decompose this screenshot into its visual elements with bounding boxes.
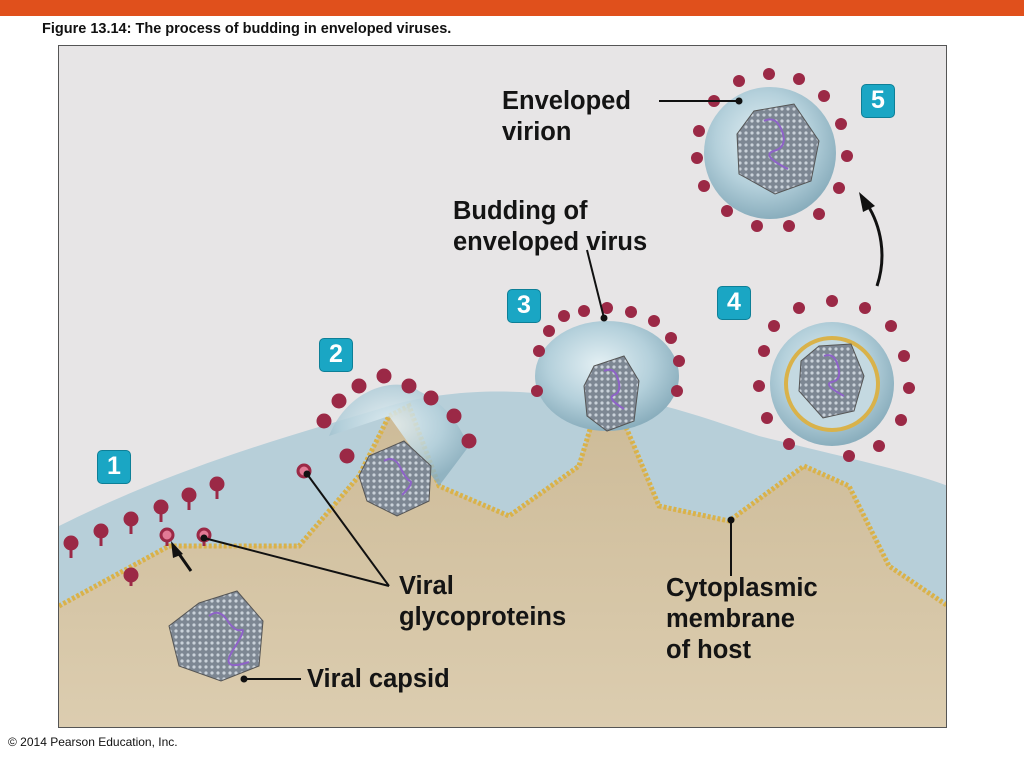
label-capsid-text: Viral capsid [307,665,450,693]
step-badge-3: 3 [507,289,541,323]
leader-dot-virion [735,97,743,105]
step-badge-5: 5 [861,84,895,118]
step-badge-2: 2 [319,338,353,372]
host-membrane [59,402,946,609]
genome-virion-4 [823,354,845,397]
label-glyco-line-1: Viral [399,572,454,600]
genome-free [208,611,250,666]
capsid-bud-3 [583,355,640,432]
label-viral-capsid: Viral capsid [307,664,450,695]
leader-dot-glyco-1 [303,470,311,478]
label-enveloped-virion: Enveloped virion [502,86,631,148]
label-viral-glycoproteins: Viral glycoproteins [399,571,566,633]
arrow-capsid-head [171,541,183,558]
host-cytoplasm [59,406,946,727]
label-cyto-line-3: of host [666,636,751,664]
top-accent-bar [0,0,1024,16]
figure-title: Figure 13.14: The process of budding in … [42,21,452,37]
label-enveloped-virion-line-1: Enveloped [502,87,631,115]
label-budding: Budding of enveloped virus [453,196,647,258]
capsid-bud-2 [358,440,432,517]
leader-dot-cyto [727,516,735,524]
leader-glyco-1 [306,473,390,587]
leader-glyco-2 [203,537,390,587]
arrow-release [865,203,884,287]
genome-bud-2 [383,458,412,496]
label-budding-line-1: Budding of [453,197,588,225]
leader-budding [586,249,605,319]
glycoproteins-virion-4 [753,295,915,462]
label-enveloped-virion-line-2: virion [502,118,572,146]
budding-illustration [59,68,946,727]
glycoproteins-virion-5 [691,68,853,232]
label-cytoplasmic-membrane: Cytoplasmic membrane of host [666,573,818,666]
diagram-panel: 1 2 3 4 5 Enveloped virion Budding of en… [58,45,947,728]
capsid-virion-4 [798,343,865,419]
genome-bud-3 [603,368,625,410]
label-budding-line-2: enveloped virus [453,228,648,256]
capsid-free [168,590,264,682]
bud-2-envelope [329,384,469,486]
genome-virion-5 [763,118,789,170]
step-badge-4: 4 [717,286,751,320]
arrow-release-head [859,192,875,212]
step-badge-1: 1 [97,450,131,484]
leader-dot-capsid [240,675,248,683]
glycoproteins-bud-3 [531,302,685,397]
label-cyto-line-1: Cytoplasmic [666,574,818,602]
leader-dot-glyco-2 [200,534,208,542]
glycoproteins-bud-2 [316,368,477,464]
copyright-notice: © 2014 Pearson Education, Inc. [8,735,178,749]
label-cyto-line-2: membrane [666,605,795,633]
label-glyco-line-2: glycoproteins [399,603,567,631]
glycoproteins-host [63,463,312,586]
leader-dot-budding [600,314,608,322]
